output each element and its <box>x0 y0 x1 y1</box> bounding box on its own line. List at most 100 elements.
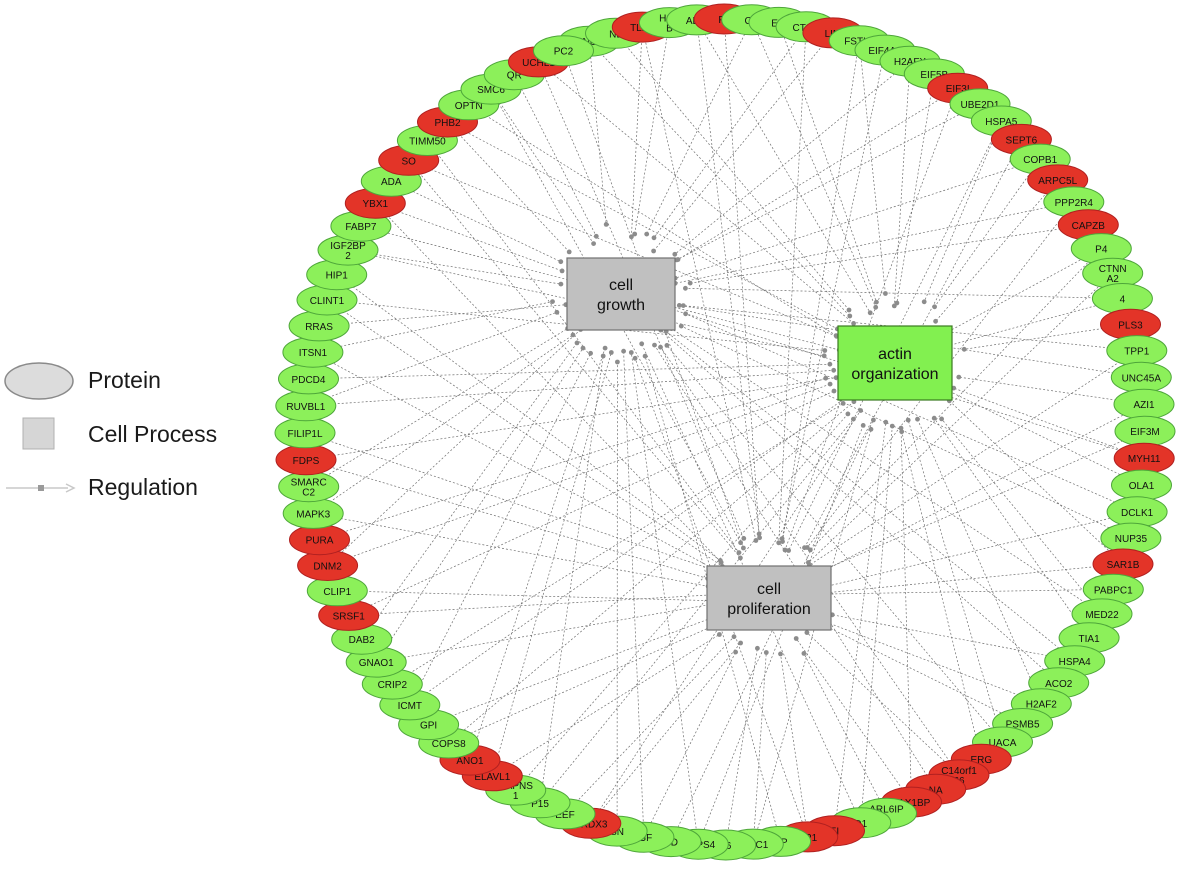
regulation-edge <box>428 618 710 725</box>
edge-dot <box>680 303 686 308</box>
regulation-edge <box>685 287 1123 299</box>
protein-label: ICMT <box>398 701 422 712</box>
regulation-legend-icon <box>6 483 76 493</box>
cell-process-legend-icon <box>22 417 55 450</box>
protein-label: H2AF2 <box>1026 700 1058 711</box>
protein-label: FABP7 <box>345 222 377 233</box>
protein-node: OLA1 <box>1111 469 1172 501</box>
protein-node: UNC45A <box>1110 361 1172 393</box>
regulation-edge <box>808 272 1113 563</box>
protein-label: SMC6 <box>477 85 505 96</box>
protein-label: SEPT6 <box>1006 135 1038 146</box>
regulation-edge <box>361 342 578 640</box>
protein-label: EIF3M <box>1130 427 1159 438</box>
edge-dot <box>687 280 693 286</box>
edge-dot <box>683 285 688 291</box>
legend-regulation-label: Regulation <box>88 474 198 500</box>
edge-dot <box>847 313 853 319</box>
regulation-edge <box>690 224 1089 284</box>
regulation-edge <box>564 636 735 815</box>
regulation-edge <box>781 50 886 539</box>
protein-label: EIF5B <box>920 70 948 81</box>
protein-label: TIA1 <box>1079 634 1101 645</box>
regulation-edge <box>665 331 1075 662</box>
edge-dot <box>821 353 827 359</box>
protein-label: FDPS <box>293 456 320 467</box>
regulation-edge <box>308 363 830 380</box>
edge-dot <box>738 540 743 546</box>
protein-label: CLIP1 <box>323 587 351 598</box>
edge-dot <box>741 545 746 551</box>
regulation-edge <box>670 419 874 842</box>
edge-dot <box>741 536 747 541</box>
edge-dot <box>776 540 782 546</box>
regulation-edge <box>646 19 753 235</box>
regulation-edge <box>900 428 912 803</box>
edge-dot <box>642 353 648 359</box>
protein-node: RUVBL1 <box>275 390 337 422</box>
regulation-edge <box>631 27 643 237</box>
protein-label: MAPK3 <box>296 509 330 520</box>
protein-label: ITSN1 <box>299 348 328 359</box>
edge-dot <box>756 531 762 537</box>
edge-dot <box>603 222 609 227</box>
edge-dot <box>644 231 650 237</box>
regulation-edge <box>660 329 1059 684</box>
regulation-edge <box>348 390 835 616</box>
regulation-edge <box>806 201 1075 548</box>
edge-dot <box>580 345 586 351</box>
regulation-edge <box>923 120 1002 302</box>
edge-dot <box>608 350 614 355</box>
regulation-edge <box>653 26 807 239</box>
regulation-edge <box>312 301 553 353</box>
edge-dot <box>570 332 576 338</box>
protein-node: PC2 <box>533 35 594 67</box>
regulation-edge <box>448 401 855 744</box>
edge-dot <box>664 343 670 348</box>
edge-dot <box>628 350 634 355</box>
edge-dot <box>956 374 962 380</box>
regulation-edge <box>634 358 809 838</box>
regulation-edge <box>447 121 570 253</box>
edge-dot <box>827 361 833 367</box>
protein-label: ERG <box>970 755 992 766</box>
protein-label: PABPC1 <box>1094 585 1133 596</box>
edge-dot <box>939 416 944 422</box>
protein-node: FDPS <box>275 444 337 476</box>
regulation-edge <box>901 431 982 760</box>
regulation-edge <box>893 61 911 306</box>
regulation-edge <box>634 22 670 235</box>
edge-dot <box>827 381 833 387</box>
edge-dot <box>731 634 737 640</box>
protein-node: CLINT1 <box>296 284 358 316</box>
regulation-edge <box>408 159 837 337</box>
edge-dot <box>550 299 555 304</box>
edge-dot <box>615 359 620 365</box>
protein-label: ELAVL1 <box>474 772 510 783</box>
protein-label: TPP1 <box>1124 347 1149 358</box>
protein-node: FILIP1L <box>274 417 336 449</box>
edge-dot <box>678 323 684 329</box>
protein-label: FILIP1L <box>287 429 322 440</box>
regulation-edge <box>615 33 850 311</box>
regulation-edge <box>392 403 844 685</box>
regulation-edge <box>590 642 741 824</box>
edge-dot <box>558 259 564 265</box>
edge-dot <box>931 415 937 421</box>
regulation-edge <box>408 160 741 559</box>
protein-label: 4 <box>1120 295 1126 306</box>
regulation-edge <box>934 158 1041 308</box>
regulation-edge <box>588 41 607 225</box>
edge-dot <box>733 649 738 655</box>
protein-node: SAR1B <box>1092 548 1154 580</box>
edge-dot <box>558 281 564 287</box>
protein-label: NA <box>929 785 943 796</box>
regulation-edge <box>958 376 1145 405</box>
edge-dot <box>833 333 839 338</box>
